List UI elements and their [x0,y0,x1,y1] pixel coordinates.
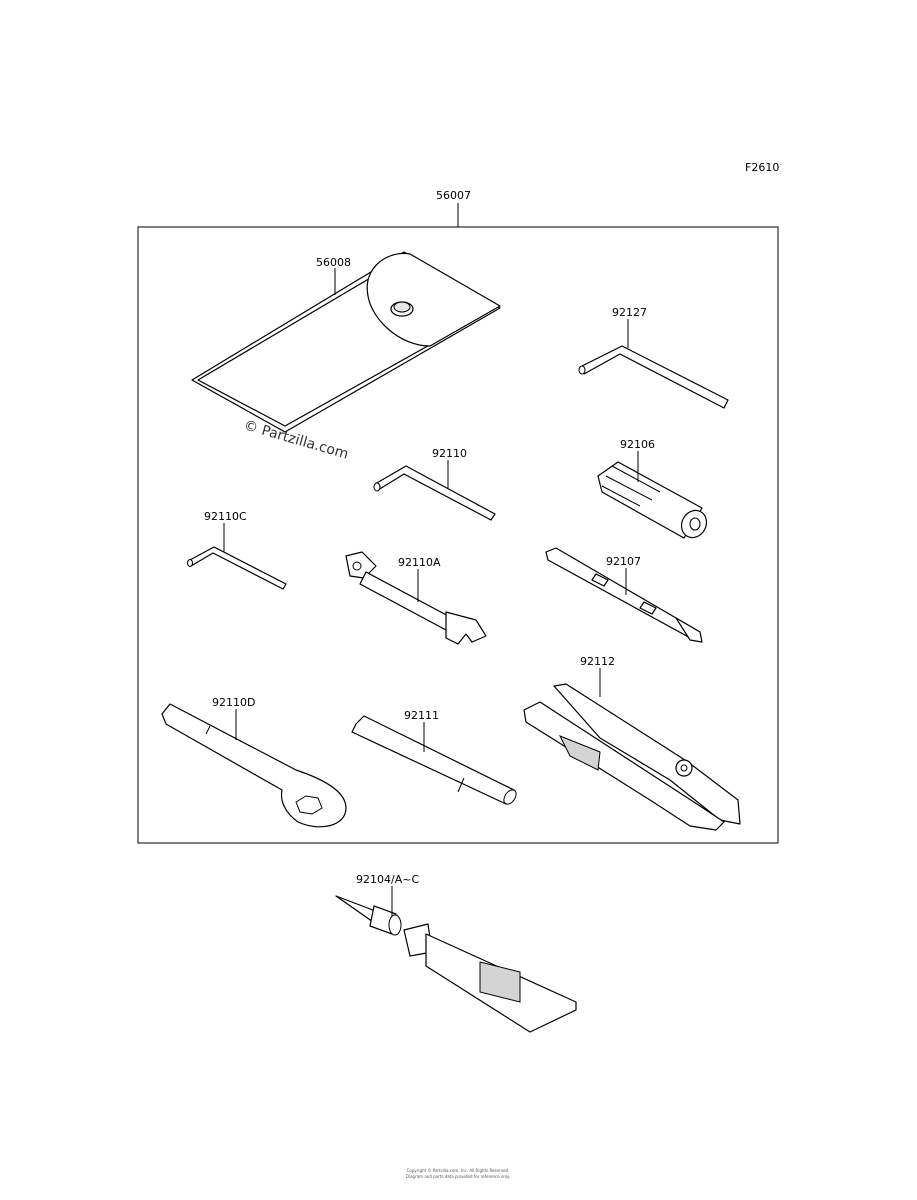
hex-wrench-large[interactable] [578,345,729,409]
label-92110C: 92110C [204,510,247,523]
footer-note: Diagram and parts data provided for refe… [406,1174,510,1179]
hex-wrench-medium[interactable] [373,465,496,521]
pliers[interactable] [523,683,741,831]
kit-label: 56007 [436,189,471,202]
label-92111: 92111 [404,709,439,722]
extension-bar[interactable] [351,715,519,806]
kit-frame [137,226,779,844]
figure-code: F2610 [745,161,779,174]
label-92107: 92107 [606,555,641,568]
label-92106: 92106 [620,438,655,451]
label-92110A: 92110A [398,556,441,569]
tool-case[interactable] [191,251,501,433]
label-92112: 92112 [580,655,615,668]
box-wrench[interactable] [161,703,347,828]
label-92104: 92104/A~C [356,873,419,886]
footer-copyright: Copyright © Partzilla.com, Inc. All Righ… [407,1168,510,1173]
open-end-wrench[interactable] [345,551,487,645]
label-92110D: 92110D [212,696,255,709]
label-92127: 92127 [612,306,647,319]
hex-wrench-small[interactable] [187,546,287,590]
socket-handle[interactable] [597,461,711,542]
sealant-tube[interactable] [335,895,577,1033]
screwdriver[interactable] [545,547,703,643]
label-92110: 92110 [432,447,467,460]
label-56008: 56008 [316,256,351,269]
